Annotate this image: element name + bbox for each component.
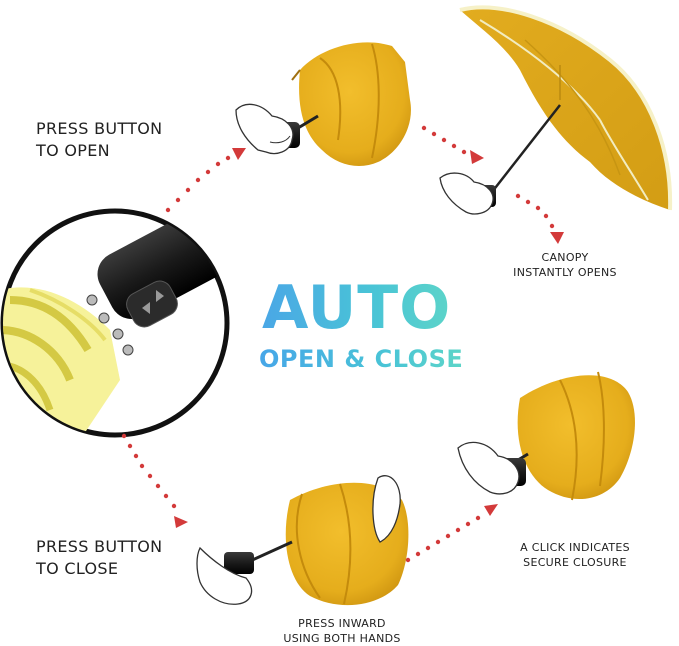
hand-icon <box>196 475 401 605</box>
page-subtitle: OPEN & CLOSE <box>259 344 469 374</box>
page-title: AUTO <box>262 276 462 340</box>
arrow-icon <box>165 148 246 213</box>
closed-umbrella-icon <box>507 371 635 501</box>
step-click-closure-label: A CLICK INDICATES SECURE CLOSURE <box>520 541 630 569</box>
hand-icon <box>457 441 526 495</box>
arrow-icon <box>121 433 188 528</box>
closed-umbrella-icon <box>291 42 411 166</box>
open-umbrella-icon <box>459 5 673 211</box>
step-canopy-opens-label: CANOPY INSTANTLY OPENS <box>513 251 617 279</box>
arrow-icon <box>515 193 564 244</box>
handle-closeup <box>0 208 230 438</box>
hand-icon <box>235 103 300 155</box>
arrow-icon <box>421 125 484 164</box>
arrow-icon <box>405 504 498 563</box>
step-press-close-label: PRESS BUTTON TO CLOSE <box>36 537 163 578</box>
step-press-inward-label: PRESS INWARD USING BOTH HANDS <box>283 617 401 645</box>
hand-icon <box>439 172 496 215</box>
step-press-open-label: PRESS BUTTON TO OPEN <box>36 119 163 160</box>
